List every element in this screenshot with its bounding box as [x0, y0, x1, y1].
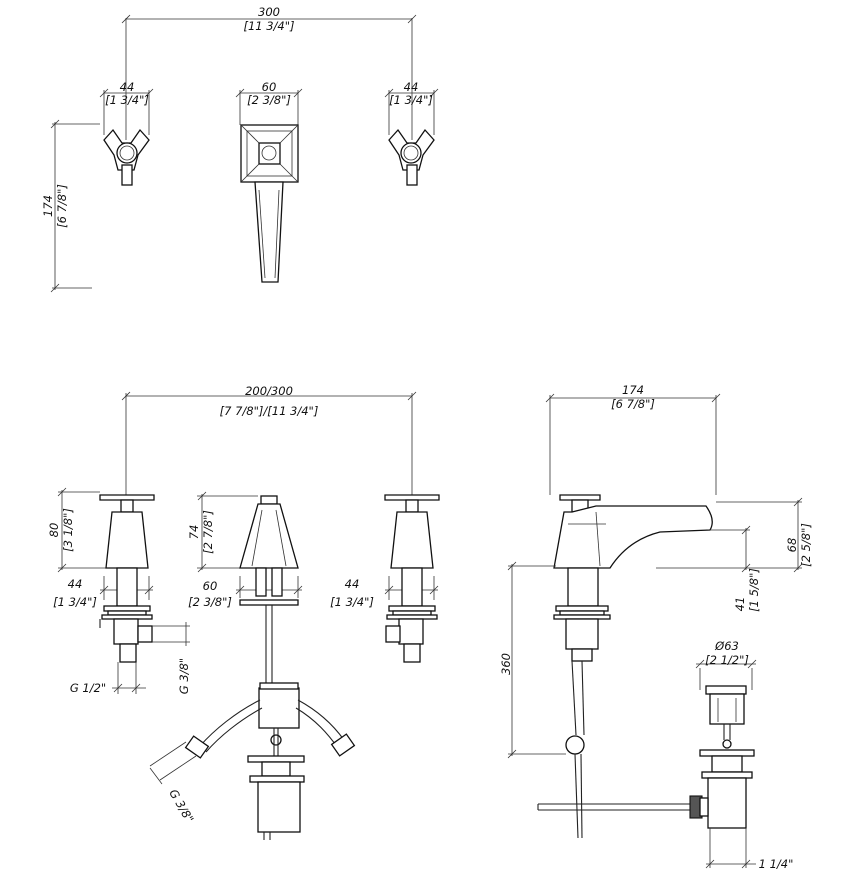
side-spout-height-dimension — [656, 497, 803, 573]
top-overall-width-dimension — [121, 14, 417, 140]
front-left-body-width-label: 44 — [68, 577, 83, 591]
side-below-deck-label: 360 — [499, 653, 513, 675]
side-faucet-body — [553, 494, 713, 839]
front-right-body-width-label: 44 — [345, 577, 360, 591]
side-drain-thread-dimension — [705, 828, 756, 869]
front-spout-height-inch-label: [2 7/8"] — [201, 510, 215, 554]
side-drain-diameter-dimension — [695, 659, 757, 690]
side-clearance-dimension — [710, 525, 751, 573]
top-depth-dimension — [50, 119, 100, 293]
front-handle-height-dimension — [57, 487, 108, 573]
side-drain — [537, 685, 755, 829]
side-reach-dimension — [545, 393, 721, 495]
side-below-deck-dimension — [507, 561, 566, 759]
top-handle-width-dimensions — [99, 88, 439, 135]
top-left-cross-handle — [103, 128, 150, 186]
front-body-width-dimensions — [99, 576, 439, 600]
front-handle-height-inch-label: [3 1/8"] — [61, 508, 75, 552]
front-spout-body-width-inch-label: [2 3/8"] — [188, 595, 232, 609]
side-drain-diameter-inch-label: [2 1/2"] — [705, 653, 749, 667]
top-spout-width-inch-label: [2 3/8"] — [247, 93, 291, 107]
front-left-body-width-inch-label: [1 3/4"] — [53, 595, 97, 609]
front-spacing-dimension — [121, 391, 417, 495]
front-handle-height-label: 80 — [47, 523, 61, 538]
front-view: 200/300 [7 7/8"]/[11 3/4"] 80 [3 1/8"] 7… — [47, 384, 440, 840]
front-spout-body-width-label: 60 — [203, 579, 218, 593]
top-overall-width-inch-label: [11 3/4"] — [243, 19, 294, 33]
side-clearance-inch-label: [1 5/8"] — [747, 568, 761, 612]
top-spout-width-label: 60 — [262, 80, 277, 94]
top-right-handle-width-label: 44 — [404, 80, 419, 94]
top-right-cross-handle — [388, 128, 435, 186]
front-inlet-thread-label: G 1/2" — [70, 681, 106, 695]
side-reach-label: 174 — [622, 383, 644, 397]
front-outlet-thread-label: G 3/8" — [177, 658, 191, 694]
front-spout-height-label: 74 — [187, 525, 201, 540]
front-right-body-width-inch-label: [1 3/4"] — [330, 595, 374, 609]
side-drain-thread-label: 1 1/4" — [759, 857, 794, 871]
front-right-valve — [384, 494, 440, 663]
top-left-handle-width-inch-label: [1 3/4"] — [105, 93, 149, 107]
front-hose-thread-dimension — [149, 741, 197, 785]
side-spout-height-inch-label: [2 5/8"] — [799, 523, 813, 567]
front-left-valve — [99, 494, 155, 663]
front-spacing-inch-label: [7 7/8"]/[11 3/4"] — [220, 404, 319, 418]
front-inlet-thread-dimension — [112, 662, 146, 694]
top-view: 300 [11 3/4"] 44 [1 3/4"] 60 [2 3/8"] 44… — [41, 5, 439, 293]
front-outlet-thread-dimension — [152, 622, 190, 646]
side-drain-diameter-label: Ø63 — [714, 639, 739, 653]
side-clearance-label: 41 — [733, 597, 747, 612]
side-view: 174 [6 7/8"] — [499, 383, 813, 871]
top-spout — [240, 124, 299, 283]
side-reach-inch-label: [6 7/8"] — [611, 397, 655, 411]
front-hose-thread-label: G 3/8" — [166, 787, 196, 826]
top-overall-width-label: 300 — [258, 5, 280, 19]
front-drain — [247, 755, 305, 840]
top-depth-inch-label: [6 7/8"] — [55, 184, 69, 228]
front-spacing-label: 200/300 — [245, 384, 293, 398]
top-left-handle-width-label: 44 — [120, 80, 135, 94]
front-spout — [239, 495, 300, 756]
front-spout-height-dimension — [197, 491, 258, 573]
top-depth-label: 174 — [41, 195, 55, 217]
front-hoses — [184, 699, 356, 759]
top-right-handle-width-inch-label: [1 3/4"] — [389, 93, 433, 107]
side-spout-height-label: 68 — [785, 538, 799, 553]
